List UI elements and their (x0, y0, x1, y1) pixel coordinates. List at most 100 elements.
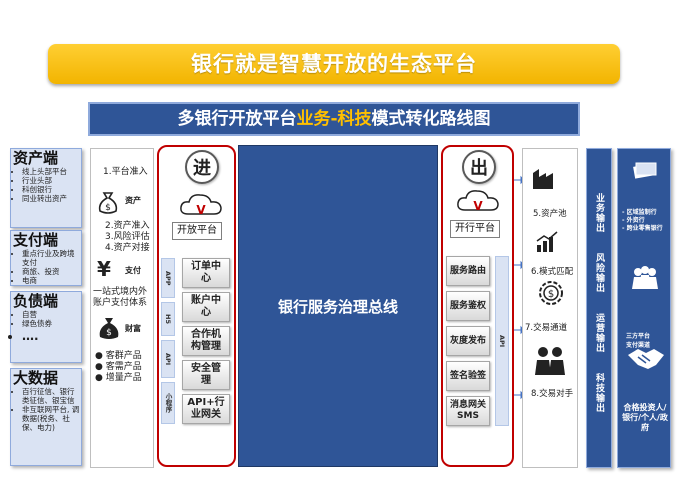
bank-platform-label: 开行平台 (450, 220, 500, 238)
investor-label: 合格投资人/银行/个人/政府 (622, 403, 668, 432)
output-blue-column: 业务输出 风险输出 运营输出 科技输出 (586, 148, 612, 468)
partner-panel: - 区域监制行 - 外资行 - 跨业零售银行 三方平台 支付渠道 合格投资人/银… (617, 148, 671, 468)
onboarding-column: 1.平台准入 $ 资产 2.资产准入 3.风险评估 4.资产对接 ¥ 支付 一站… (90, 148, 154, 468)
dollar-bag-icon: $ (98, 192, 118, 214)
api-strip-h5: H5 (161, 302, 175, 336)
bullet-text: 增量产品 (105, 373, 142, 383)
list-item: 非互联网平台, 调数据(税务、社保、电力) (22, 405, 81, 432)
bullet-item: ● 客需产品 (95, 362, 142, 372)
list-item: 科创银行 (22, 185, 81, 194)
module-partner-mgmt: 合作机构管理 (182, 326, 230, 356)
panel-asset-title: 资产端 (13, 149, 59, 167)
module-api-gateway: API+行业网关 (182, 394, 230, 424)
asset-steps: 2.资产准入 3.风险评估 4.资产对接 (105, 221, 150, 254)
module-service-routing: 服务路由 (446, 256, 490, 286)
bullet-item: ● 增量产品 (95, 373, 142, 383)
svg-text:$: $ (105, 203, 111, 213)
list-item: 行业头部 (22, 176, 81, 185)
svg-text:V: V (196, 203, 206, 217)
panel-bigdata: 大数据 百行征信、银行类征信、银宝信 非互联网平台, 调数据(税务、社保、电力) (10, 368, 82, 466)
top-strip (0, 0, 677, 38)
list-item: 电商 (22, 276, 81, 285)
bank-type-text: 外资行 (626, 217, 645, 224)
risk-output-text: 风险输出 (594, 253, 604, 293)
list-item: 重点行业及跨境支付 (22, 249, 81, 267)
business-output-text: 业务输出 (594, 193, 604, 233)
list-item: 同业转出资产 (22, 194, 81, 203)
open-platform-label: 开放平台 (172, 222, 222, 240)
svg-text:$: $ (106, 328, 112, 338)
bank-type-text: 区域监制行 (626, 209, 657, 216)
panel-bigdata-title: 大数据 (13, 369, 59, 387)
yen-icon: ¥ (97, 257, 111, 281)
cloud-v-icon: V (457, 190, 499, 213)
cash-icon (633, 162, 657, 179)
list-item: 线上头部平台 (22, 167, 81, 176)
api-strip-api: API (161, 340, 175, 378)
dollar-gear-icon: $ (539, 281, 563, 305)
panel-payment-title: 支付端 (13, 231, 59, 249)
module-message-gateway: 消息网关SMS (446, 396, 490, 426)
step-text: 4.资产对接 (105, 243, 150, 253)
sub-banner-highlight: 业务-科技 (296, 109, 372, 129)
sub-banner-suffix: 模式转化路线图 (371, 109, 491, 129)
counterparty-label: 8.交易对手 (531, 389, 574, 399)
asset-pool-label: 5.资产池 (533, 209, 567, 219)
bullet-text: 客群产品 (105, 351, 142, 361)
bullet-text: 客需产品 (105, 362, 142, 372)
list-item: 绿色债券 (22, 319, 81, 328)
group-icon (632, 266, 658, 289)
model-match-label: 6.模式匹配 (531, 267, 574, 277)
output-column: 5.资产池 6.模式匹配 $ 7.交易通道 8.交易对手 (522, 148, 578, 468)
panel-payment: 支付端 重点行业及跨境支付 商旅、投资 电商 (10, 230, 82, 286)
svg-text:$: $ (548, 289, 554, 300)
third-party-label: 三方平台 (626, 333, 651, 340)
people-icon (535, 347, 565, 375)
step-platform-access: 1.平台准入 (103, 167, 148, 177)
module-gray-release: 灰度发布 (446, 326, 490, 356)
factory-icon (533, 169, 553, 189)
api-strip-right: API (495, 256, 509, 426)
panel-liability-title: 负债端 (13, 292, 59, 310)
bank-types: - 区域监制行 - 外资行 - 跨业零售银行 (622, 209, 670, 233)
bullet-item: ● 客群产品 (95, 351, 142, 361)
module-signature-verify: 签名验签 (446, 361, 490, 391)
api-strip-app: APP (161, 258, 175, 298)
svg-text:V: V (473, 199, 483, 213)
main-banner: 银行就是智慧开放的生态平台 (48, 44, 620, 84)
service-governance-bus: 银行服务治理总线 (238, 145, 438, 467)
panel-asset: 资产端 线上头部平台 行业头部 科创银行 同业转出资产 (10, 148, 82, 228)
bank-type-text: 跨业零售银行 (626, 225, 663, 232)
payment-channel-label: 支付渠道 (626, 342, 651, 349)
growth-chart-icon (536, 231, 558, 252)
cloud-v-icon: V (180, 194, 222, 217)
bank-type-item: - 外资行 (622, 217, 645, 224)
ops-output-text: 运营输出 (594, 313, 604, 353)
money-bag-icon: $ (99, 318, 119, 339)
list-item: 百行征信、银行类征信、银宝信 (22, 387, 81, 405)
bank-type-item: - 跨业零售银行 (622, 225, 663, 232)
step-text: 3.风险评估 (105, 232, 150, 242)
handshake-icon (628, 349, 664, 369)
sub-banner-prefix: 多银行开放平台 (177, 109, 297, 129)
wealth-icon-label: 财富 (125, 324, 141, 333)
module-account-center: 账户中心 (182, 292, 230, 322)
wealth-bullets: ● 客群产品 ● 客需产品 ● 增量产品 (95, 351, 142, 384)
list-item: 自营 (22, 310, 81, 319)
api-strip-miniprogram: 小程序 (161, 382, 175, 424)
panel-liability: 负债端 自营 绿色债券 …. (10, 291, 82, 363)
list-item: …. (22, 328, 81, 344)
module-service-auth: 服务鉴权 (446, 291, 490, 321)
module-security-mgmt: 安全管理 (182, 360, 230, 390)
exit-circle: 出 (462, 150, 496, 184)
module-order-center: 订单中心 (182, 258, 230, 288)
payment-desc: 一站式境内外账户支付体系 (93, 287, 148, 308)
tech-output-text: 科技输出 (594, 373, 604, 413)
payment-icon-label: 支付 (125, 266, 141, 275)
sub-banner: 多银行开放平台业务-科技模式转化路线图 (88, 102, 580, 136)
list-item: 商旅、投资 (22, 267, 81, 276)
bank-type-item: - 区域监制行 (622, 209, 657, 216)
step-text: 2.资产准入 (105, 221, 150, 231)
enter-circle: 进 (185, 150, 219, 184)
trade-channel-label: 7.交易通道 (525, 323, 568, 333)
